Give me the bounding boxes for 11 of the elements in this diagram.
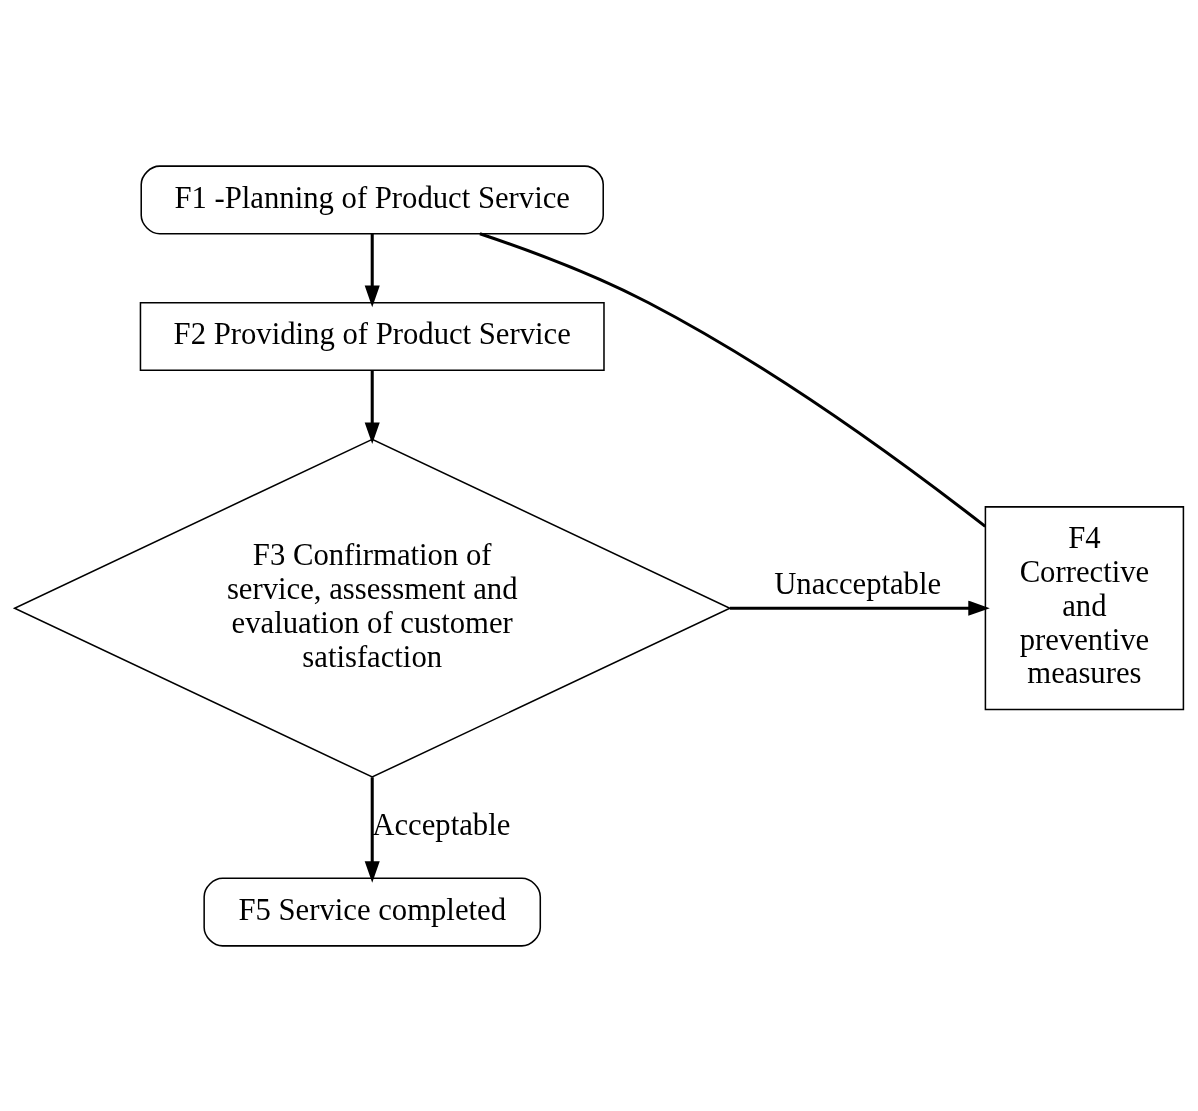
node-diamond: F3 Confirmation of service, assessment and evaluation of customer satisfaction (12, 438, 732, 778)
arrow (364, 776, 380, 883)
connector (479, 231, 987, 528)
arrow (364, 369, 380, 444)
node-box: F5 Service completed (203, 877, 542, 947)
edge-label: Unacceptable (774, 566, 942, 601)
node-box: F4 Corrective and preventive measures (984, 505, 1185, 710)
node-box: F1 -Planning of Product Service (140, 164, 604, 234)
arrow (729, 600, 990, 616)
node-box: F2 Providing of Product Service (139, 301, 605, 371)
arrow (364, 233, 380, 307)
